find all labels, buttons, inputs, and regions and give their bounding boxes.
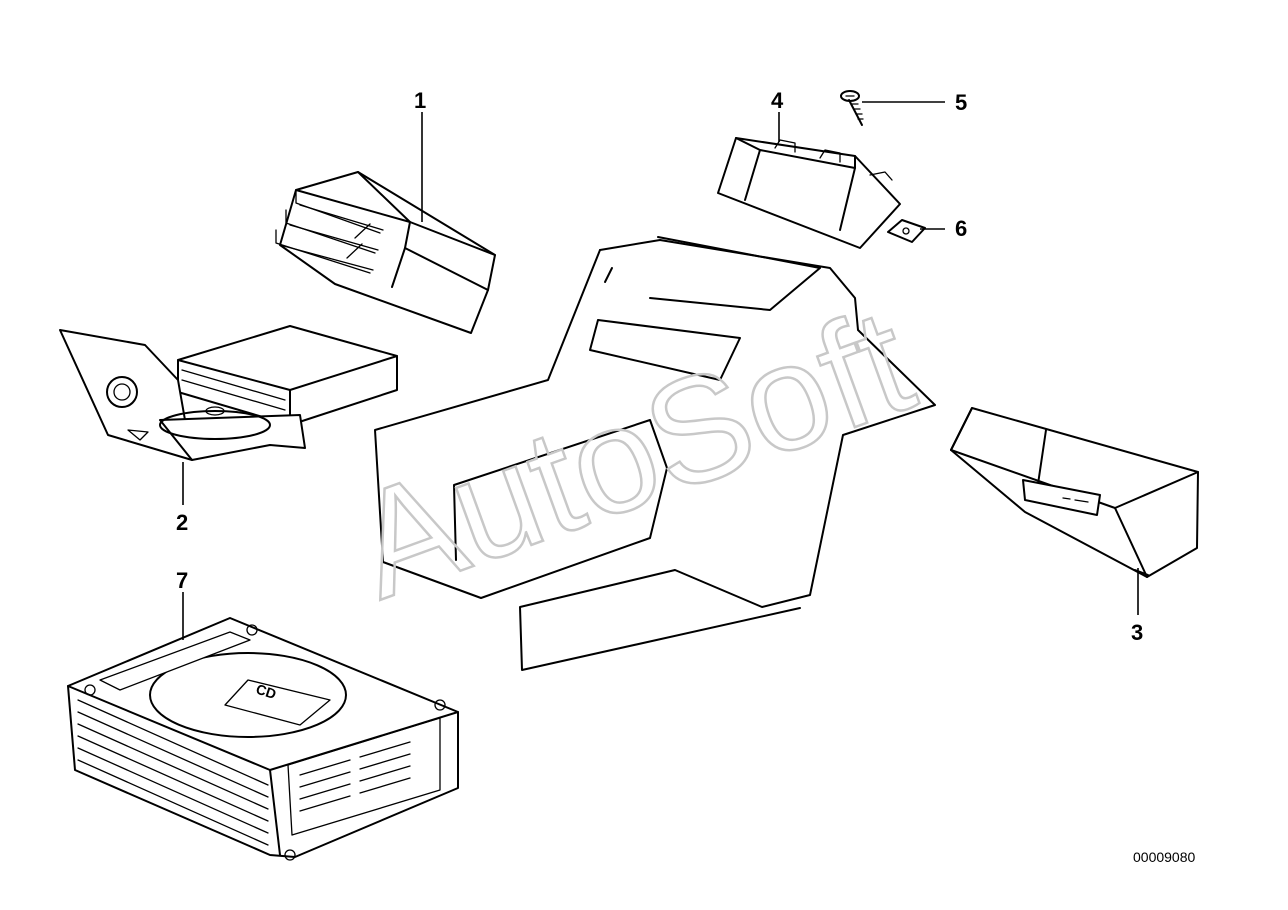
- document-number: 00009080: [1133, 849, 1196, 865]
- callout-labels: 1 2 3 4 5 6 7: [176, 88, 1143, 645]
- center-console: [374, 236, 936, 671]
- callout-5: 5: [955, 90, 967, 115]
- callout-7: 7: [176, 568, 188, 593]
- callout-3: 3: [1131, 620, 1143, 645]
- part-2-cd-player-drawer[interactable]: [59, 325, 398, 461]
- callout-1: 1: [414, 88, 426, 113]
- watermark: AutoSoft: [333, 275, 931, 630]
- part-6-clip-nut[interactable]: [887, 219, 926, 243]
- part-1-cd-magazine[interactable]: [275, 171, 496, 334]
- leader-lines: [182, 101, 1139, 640]
- callout-4: 4: [771, 88, 784, 113]
- cd-logo: CD: [254, 681, 278, 702]
- part-4-bracket[interactable]: [717, 137, 901, 249]
- callout-2: 2: [176, 510, 188, 535]
- part-5-screw[interactable]: [840, 90, 864, 126]
- callout-6: 6: [955, 216, 967, 241]
- part-7-cd-changer-housing[interactable]: CD: [67, 617, 459, 861]
- part-3-cd-changer[interactable]: [950, 407, 1199, 578]
